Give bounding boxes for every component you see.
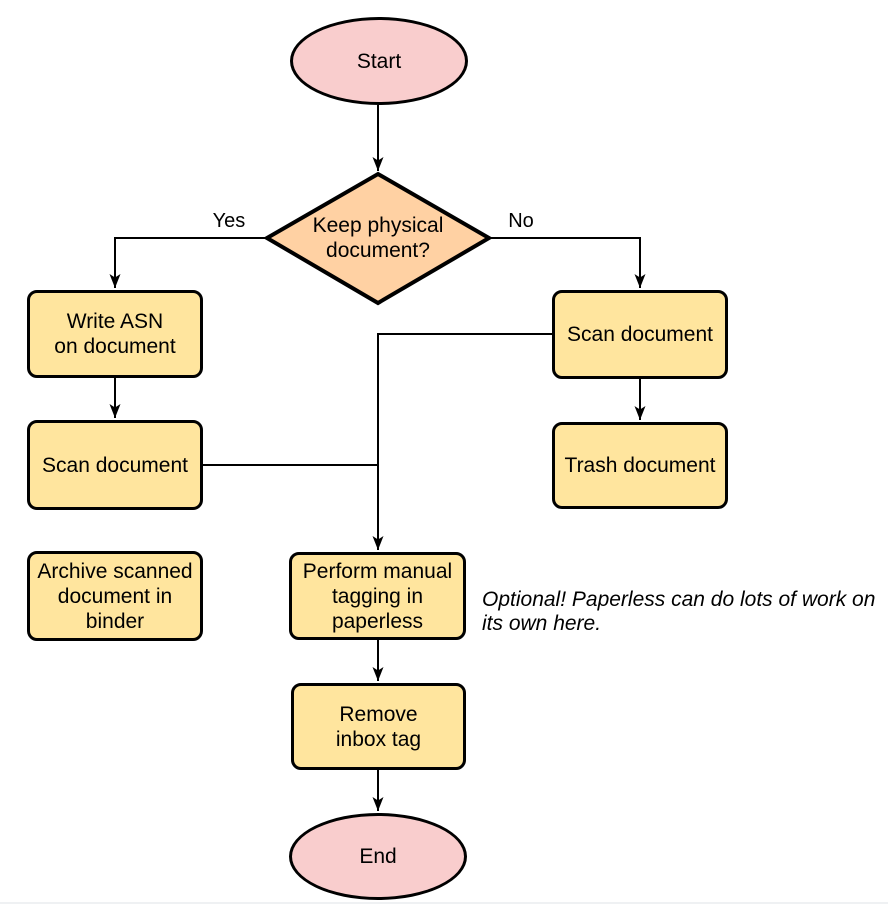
archive-document-node-label: Archive scanned document in binder [37,559,193,633]
edge-decision-yes-to-write-asn [109,237,267,288]
perform-tagging-node-label: Perform manual tagging in paperless [302,559,453,633]
scan-document-right-node: Scan document [552,290,728,379]
perform-tagging-node: Perform manual tagging in paperless [289,552,466,640]
decision-node-label: Keep physical document? [312,214,444,262]
scan-document-right-node-label: Scan document [567,323,713,346]
trash-document-node-label: Trash document [564,454,716,477]
write-asn-node: Write ASN on document [27,290,203,378]
optional-note: Optional! Paperless can do lots of work … [482,588,876,635]
remove-inbox-tag-node-label: Remove inbox tag [335,702,422,751]
edge-scan-right-to-perform-tagging [372,333,552,550]
start-node-label: Start [356,49,402,73]
write-asn-node-label: Write ASN on document [54,310,176,358]
decision-diamond-shape [263,171,493,306]
end-node-label: End [359,845,397,868]
no-edge-label: No [508,210,534,232]
scan-document-left-node: Scan document [27,420,203,510]
page-boundary-line [0,902,888,904]
remove-inbox-tag-node: Remove inbox tag [291,683,466,770]
yes-edge-label: Yes [212,210,246,232]
trash-document-node: Trash document [552,422,728,509]
edge-decision-no-to-scan-right [489,237,646,288]
archive-document-node: Archive scanned document in binder [27,551,203,641]
end-node: End [289,813,467,900]
scan-document-left-node-label: Scan document [42,453,188,477]
start-node: Start [290,17,468,105]
